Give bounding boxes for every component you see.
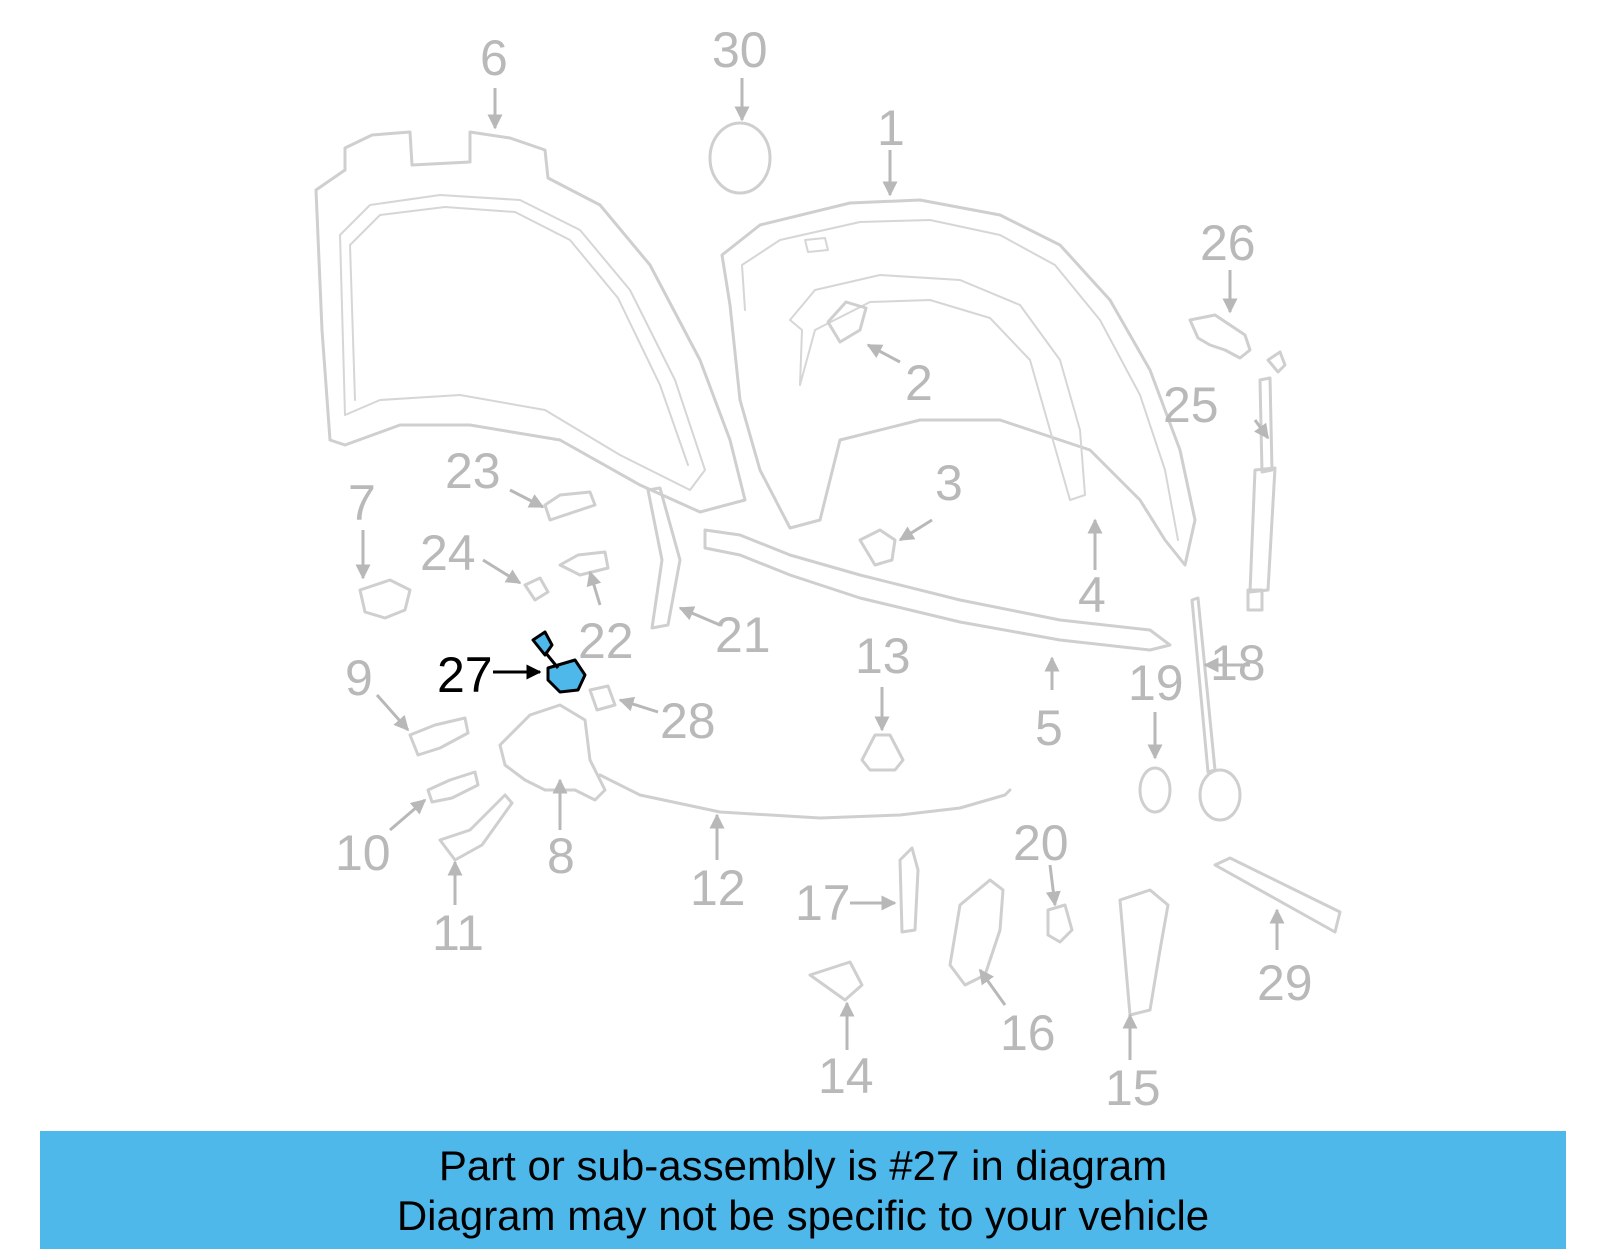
callout-17: 17 — [795, 875, 851, 931]
callout-23: 23 — [445, 443, 501, 499]
banner-line-2: Diagram may not be specific to your vehi… — [396, 1192, 1210, 1239]
leader-arrows — [355, 78, 1285, 1060]
callout-20: 20 — [1013, 815, 1069, 871]
part-15-bracket — [1118, 888, 1170, 1017]
part-20-clip — [1046, 903, 1074, 944]
part-12-cable — [598, 773, 1012, 820]
info-banner: Part or sub-assembly is #27 in diagram D… — [40, 1131, 1566, 1249]
part-10-bolt — [426, 770, 480, 804]
callout-27: 27 — [437, 647, 493, 703]
part-8-latch — [498, 703, 607, 802]
callout-4: 4 — [1078, 567, 1106, 623]
callout-25: 25 — [1163, 377, 1219, 433]
part-16-striker — [948, 878, 1005, 987]
part-26-clip — [1188, 313, 1252, 360]
part-29-seal — [1213, 856, 1342, 934]
callout-19: 19 — [1128, 655, 1184, 711]
callout-9: 9 — [345, 650, 373, 706]
part-2-bumper — [826, 300, 868, 344]
callout-labels: 1 2 3 4 5 6 7 8 9 10 11 12 13 14 15 16 1… — [335, 22, 1313, 1116]
callout-26: 26 — [1200, 215, 1256, 271]
callout-5: 5 — [1035, 700, 1063, 756]
part-18-prop-rod — [1190, 596, 1242, 822]
part-14-bumper — [808, 960, 864, 1002]
callout-8: 8 — [547, 828, 575, 884]
part-19-grommet — [1138, 766, 1172, 814]
part-7-clip — [358, 578, 412, 620]
part-17-bracket — [898, 846, 920, 934]
callout-21: 21 — [715, 607, 771, 663]
callout-22: 22 — [578, 613, 634, 669]
callout-30: 30 — [712, 22, 768, 78]
banner-line-1: Part or sub-assembly is #27 in diagram — [438, 1142, 1168, 1189]
part-6-hood-insulator — [314, 130, 747, 514]
callout-3: 3 — [935, 455, 963, 511]
callout-16: 16 — [1000, 1005, 1056, 1061]
part-21-hinge — [646, 486, 682, 630]
callout-13: 13 — [855, 628, 911, 684]
callout-7: 7 — [348, 475, 376, 531]
callout-18: 18 — [1210, 635, 1266, 691]
part-22-bolt — [558, 550, 610, 577]
callout-11: 11 — [432, 905, 484, 961]
part-9-bolt — [408, 716, 470, 757]
callout-12: 12 — [690, 860, 746, 916]
part-23-bolt — [543, 490, 597, 522]
callout-15: 15 — [1105, 1060, 1161, 1116]
part-27-highlighted — [531, 630, 587, 694]
part-24-nut — [523, 576, 550, 602]
callout-24: 24 — [420, 525, 476, 581]
callout-6: 6 — [480, 30, 508, 86]
part-30-plug — [708, 121, 772, 195]
callout-28: 28 — [660, 693, 716, 749]
callout-10: 10 — [335, 825, 391, 881]
callout-14: 14 — [818, 1048, 874, 1104]
part-13-bumper — [860, 733, 905, 772]
part-25-strut — [1246, 350, 1287, 612]
part-1-hood-panel — [720, 198, 1197, 567]
callout-1: 1 — [877, 100, 905, 156]
callout-2: 2 — [905, 355, 933, 411]
part-11-bracket — [438, 793, 514, 862]
part-3-bumper — [858, 528, 897, 567]
callout-29: 29 — [1257, 955, 1313, 1011]
part-5-seal — [703, 528, 1172, 652]
part-28-pad — [588, 684, 617, 712]
